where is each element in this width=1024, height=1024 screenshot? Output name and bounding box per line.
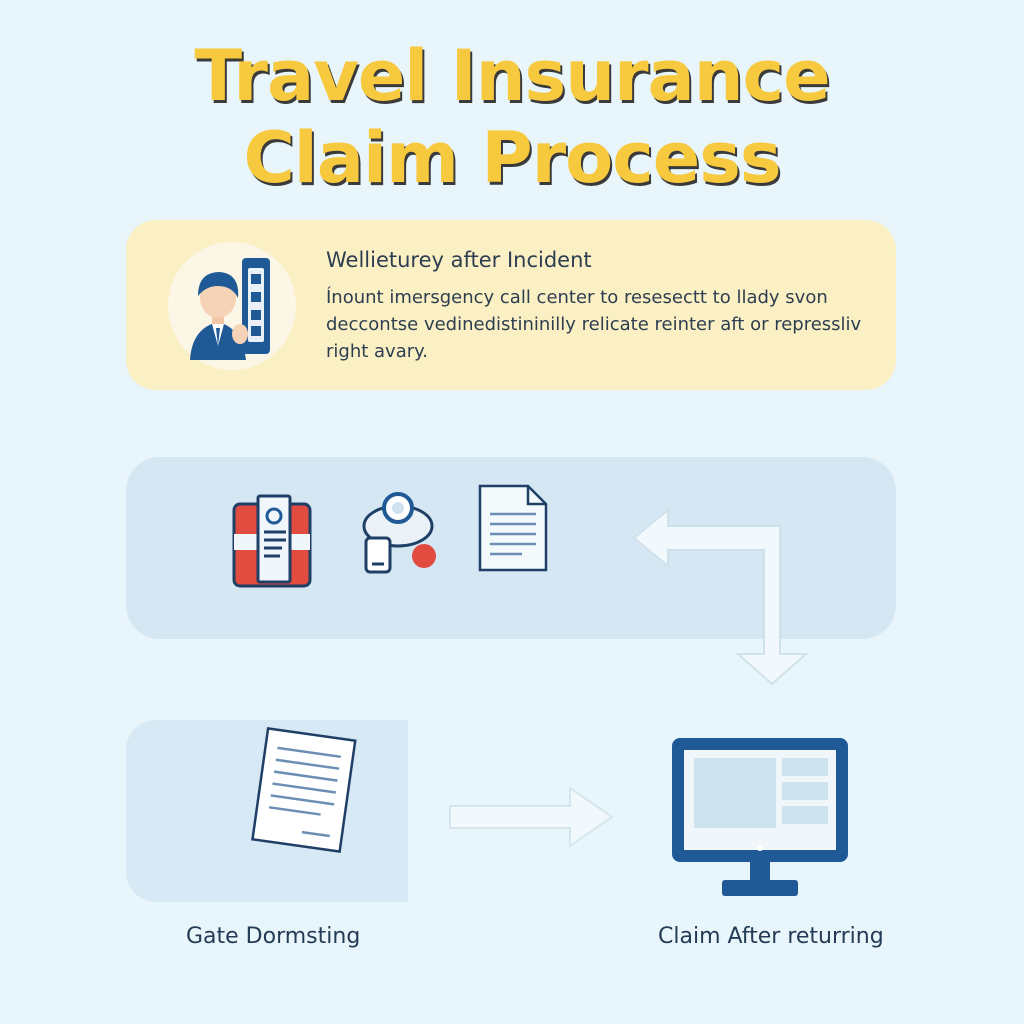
right-arrow-icon <box>449 786 614 848</box>
claim-after-returning-label: Claim After returring <box>658 924 884 949</box>
step-incident-description: Ínount imersgency call center to resese… <box>326 287 862 362</box>
step-incident-card: Wellieturey after Incident Ínount imers… <box>126 220 896 390</box>
document-icon <box>478 484 548 572</box>
person-phone-icon <box>190 258 270 360</box>
computer-monitor-icon <box>672 738 848 896</box>
gate-dormsting-label: Gate Dormsting <box>186 924 361 949</box>
elbow-arrow-icon <box>632 507 809 686</box>
claim-form-icon <box>251 726 357 853</box>
medical-kit-icon <box>362 492 436 574</box>
title-line-1: Travel Insurance <box>194 35 830 117</box>
title-line-2: Claim Process <box>243 117 781 199</box>
step-incident-heading: Wellieturey after Incident <box>326 248 592 272</box>
passport-icon <box>232 494 312 588</box>
